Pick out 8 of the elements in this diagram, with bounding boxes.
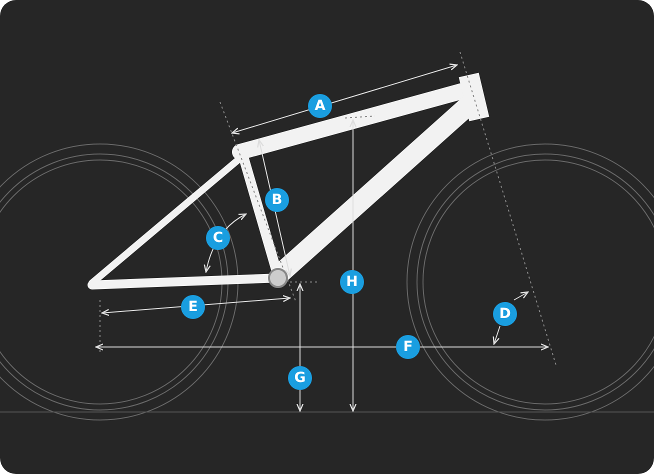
callout-letter: A — [308, 94, 332, 118]
callout-letter: C — [206, 226, 230, 250]
callout-letter: D — [493, 302, 517, 326]
callout-letter: E — [181, 295, 205, 319]
callout-letter: F — [396, 335, 420, 359]
callout-letter: G — [288, 366, 312, 390]
callout-letter: B — [265, 188, 289, 212]
callout-letter: H — [340, 270, 364, 294]
